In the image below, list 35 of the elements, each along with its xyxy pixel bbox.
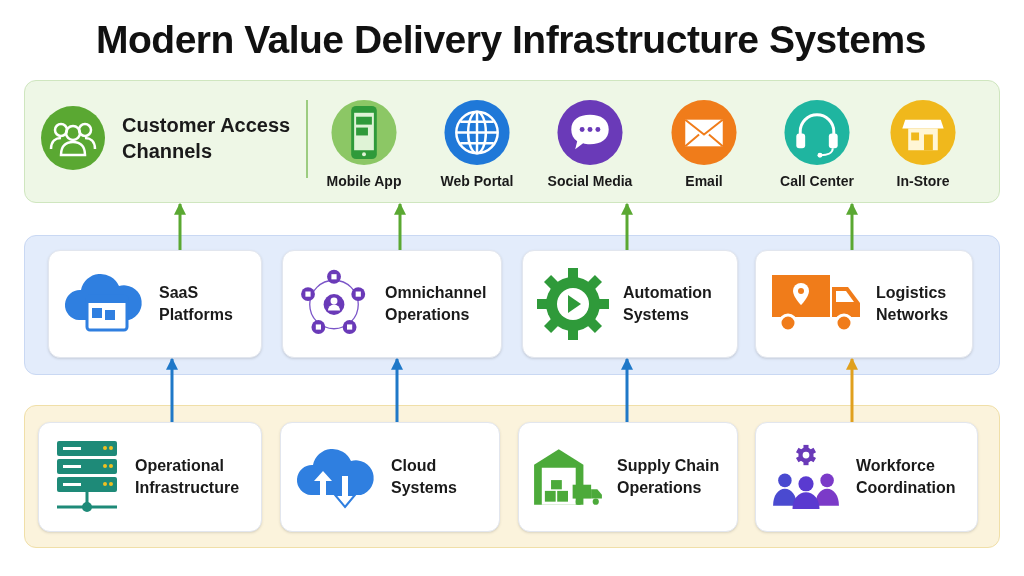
node-label: Operational Infrastructure <box>135 456 241 498</box>
category-card <box>518 422 738 532</box>
node-label: SaaS Platforms <box>159 283 234 325</box>
category-card <box>282 250 502 358</box>
node-label: Supply Chain Operations <box>617 456 721 498</box>
category-card <box>755 250 973 358</box>
arrow <box>621 357 633 422</box>
title: Modern Value Delivery Infrastructure Systems <box>96 17 926 63</box>
node-label: Omnichannel Operations <box>385 283 488 325</box>
category-card <box>280 422 500 532</box>
node-label: Web Portal <box>440 172 514 191</box>
arrow <box>394 202 406 250</box>
node-label: Logistics Networks <box>876 283 950 325</box>
category-card <box>48 250 262 358</box>
category-card <box>38 422 262 532</box>
node-label: Email <box>685 172 723 191</box>
node-label: Social Media <box>547 172 633 191</box>
node-label: Mobile App <box>326 172 402 191</box>
node-label: Cloud Systems <box>391 456 458 498</box>
arrow <box>174 202 186 250</box>
node-label: Customer Access Channels <box>122 113 292 164</box>
category-card <box>755 422 978 532</box>
node-label: Workforce Coordination <box>856 456 957 498</box>
layer-band <box>24 405 1000 548</box>
arrow <box>166 357 178 422</box>
arrow <box>846 202 858 250</box>
node-label: In-Store <box>896 172 950 191</box>
layer-band <box>24 235 1000 375</box>
node-label: Call Center <box>780 172 854 191</box>
node-label: Automation Systems <box>623 283 713 325</box>
arrow <box>621 202 633 250</box>
arrow <box>391 357 403 422</box>
arrow <box>846 357 858 422</box>
layer-band <box>24 80 1000 203</box>
category-card <box>522 250 738 358</box>
